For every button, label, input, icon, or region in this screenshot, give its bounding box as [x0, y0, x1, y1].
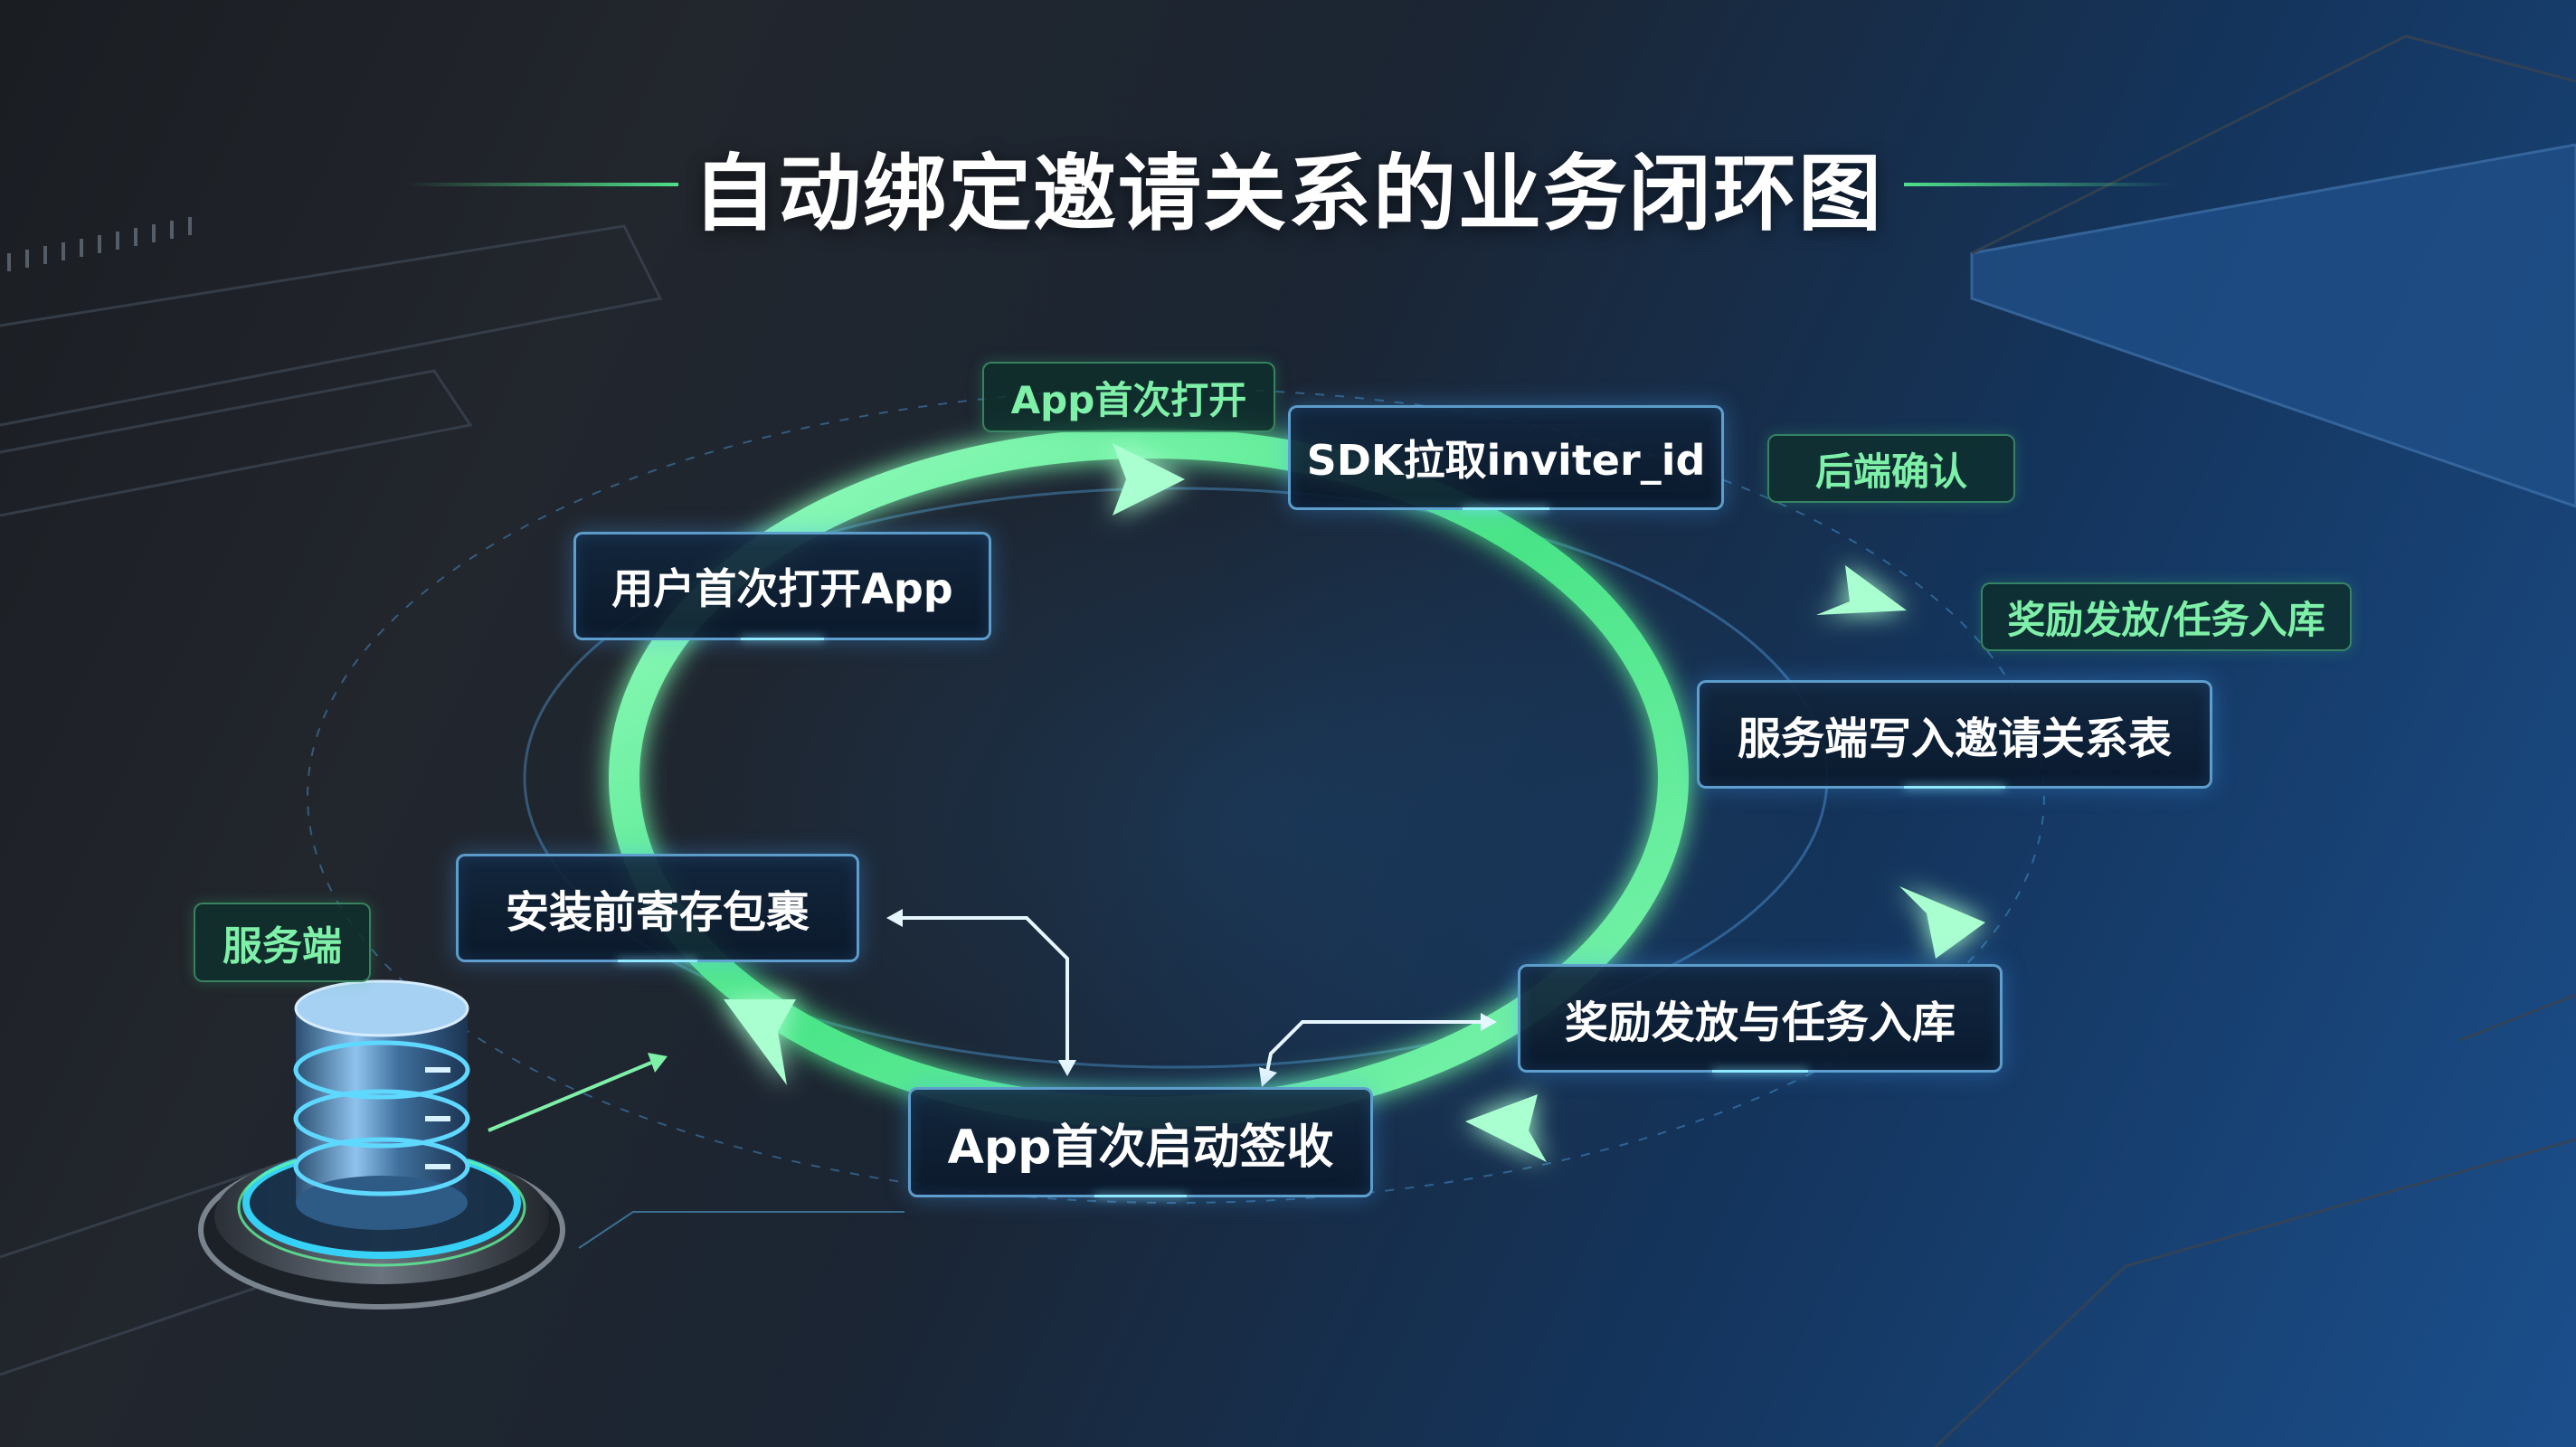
arrowhead-upper-right	[1816, 565, 1907, 615]
tag-first-open: App首次打开	[982, 362, 1275, 432]
arrowhead-bottom	[1465, 1094, 1547, 1162]
tag-server-label: 服务端	[223, 923, 342, 969]
node-user-open-label: 用户首次打开App	[611, 564, 953, 613]
node-reward-task: 奖励发放与任务入库	[1518, 964, 2003, 1073]
connector-pre-install-to-launch	[900, 916, 1069, 1063]
orbit-ring-outer	[307, 388, 2045, 1204]
background-panels	[0, 34, 2576, 1447]
title-accent-left	[407, 183, 678, 186]
node-server-write: 服务端写入邀请关系表	[1697, 680, 2212, 789]
database-icon	[198, 979, 565, 1310]
tag-backend-confirm: 后端确认	[1767, 434, 2015, 503]
vent-grille	[7, 217, 192, 271]
server-link-arrow	[488, 1053, 904, 1249]
arrowhead-top	[1113, 443, 1185, 515]
connector-arrowheads	[886, 909, 1497, 1087]
node-server-write-label: 服务端写入邀请关系表	[1737, 714, 2172, 764]
connector-arrows	[900, 916, 1483, 1077]
tag-backend-confirm-label: 后端确认	[1814, 449, 1967, 494]
connector-reward-to-launch	[1264, 1020, 1483, 1077]
page-title: 自动绑定邀请关系的业务闭环图	[692, 146, 1883, 242]
node-first-launch: App首次启动签收	[908, 1087, 1373, 1197]
title-accent-right	[1904, 183, 2175, 186]
node-user-open: 用户首次打开App	[573, 532, 991, 640]
loop-arrowheads	[724, 443, 1985, 1162]
tag-first-open-label: App首次打开	[1010, 377, 1247, 422]
tag-reward-storage-label: 奖励发放/任务入库	[2007, 597, 2325, 642]
tag-reward-storage: 奖励发放/任务入库	[1981, 582, 2352, 651]
node-sdk-fetch: SDK拉取inviter_id	[1288, 405, 1724, 510]
arrowhead-left	[724, 999, 796, 1085]
node-pre-install-label: 安装前寄存包裹	[505, 887, 810, 938]
node-sdk-fetch-label: SDK拉取inviter_id	[1306, 436, 1706, 485]
node-first-launch-label: App首次启动签收	[947, 1120, 1334, 1175]
node-reward-task-label: 奖励发放与任务入库	[1564, 998, 1956, 1048]
arrowhead-right	[1899, 886, 1985, 959]
tag-server: 服务端	[194, 903, 371, 982]
node-pre-install: 安装前寄存包裹	[456, 854, 859, 962]
